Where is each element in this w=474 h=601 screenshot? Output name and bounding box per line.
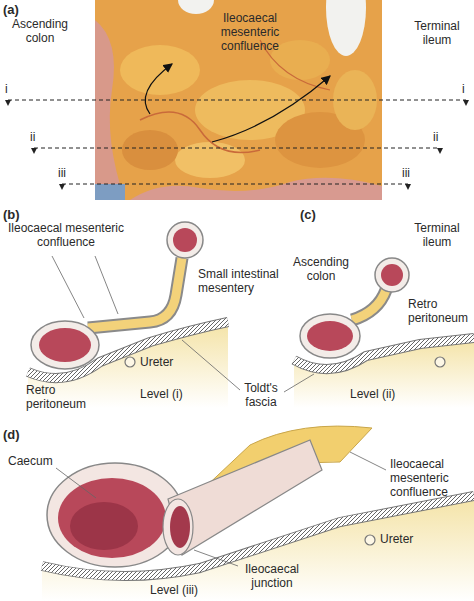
level-line: [34, 148, 440, 149]
structure-label: Ileocaecal mesenteric confluence: [2, 222, 130, 250]
level-arrowhead: [405, 184, 411, 190]
direction-arrow: [212, 76, 330, 142]
colon-wall: [95, 20, 125, 200]
level-marker: iii: [402, 167, 410, 181]
leader-line: [350, 452, 386, 470]
level-marker: ii: [433, 131, 438, 145]
structure-label: Ileocaecal mesenteric confluence: [390, 458, 470, 499]
level-marker: i: [462, 83, 465, 97]
leader-line: [56, 468, 96, 498]
leader-line: [194, 550, 238, 566]
level-marker: iii: [58, 167, 66, 181]
small-intestine: [167, 222, 203, 258]
fat-lobule: [120, 45, 200, 95]
ileum-lumen: [381, 264, 403, 286]
structure-label: Ileocaecal junction: [232, 563, 312, 591]
leader-line: [182, 340, 240, 390]
terminal-ileum: [375, 258, 409, 292]
level-label: Level (ii): [350, 388, 395, 402]
ureter: [435, 357, 445, 367]
mesentery-edge: [88, 258, 182, 328]
level-line: [8, 100, 466, 101]
structure-label: Ascending colon: [288, 256, 354, 284]
bowel-loop: [130, 178, 382, 200]
caecum-lumen-shade: [70, 502, 138, 550]
fat-lobule: [122, 130, 178, 170]
ascending-colon: [300, 314, 360, 358]
structure-label: Terminal ileum: [404, 20, 470, 48]
glove: [326, 0, 366, 56]
panel-letter: (c): [300, 208, 316, 223]
structure-label: Ureter: [380, 533, 413, 547]
panel-letter: (b): [3, 208, 20, 223]
colon-lumen: [307, 321, 353, 351]
small-intestine-lumen: [173, 228, 197, 252]
small-intestinal-mesentery: [88, 258, 182, 328]
ileocaecal-opening-lumen: [170, 506, 190, 548]
structure-label: Small intestinal mesentery: [198, 268, 288, 296]
level-marker: ii: [30, 131, 35, 145]
ileocaecal-opening: [163, 499, 193, 555]
level-arrowhead: [437, 148, 443, 154]
structure-label: Terminal ileum: [404, 222, 470, 250]
panel-letter: (a): [3, 3, 19, 18]
panel-letter: (d): [3, 428, 20, 443]
level-lines: [5, 100, 469, 190]
structure-label: Retro peritoneum: [26, 384, 100, 412]
mesentery-edge: [352, 290, 386, 320]
retroperitoneum: [28, 322, 228, 408]
structure-label: Retro peritoneum: [408, 298, 470, 326]
direction-arrow: [145, 64, 172, 114]
leader-line: [284, 374, 314, 392]
level-label: Level (iii): [150, 584, 198, 598]
retroperitoneum: [42, 496, 474, 601]
ascending-colon: [31, 321, 99, 369]
structure-label: Ascending colon: [4, 18, 76, 46]
glove: [178, 0, 214, 14]
fat-lobule: [175, 142, 245, 178]
cross-section-level-i: [28, 222, 228, 408]
level-arrowhead: [463, 100, 469, 106]
level-label: Level (i): [140, 388, 183, 402]
ileocaecal-view-level-iii: [42, 426, 474, 601]
structure-label: Ureter: [140, 356, 173, 370]
structure-label: Toldt's fascia: [230, 382, 292, 410]
level-marker: i: [5, 83, 8, 97]
colon-lumen: [39, 328, 91, 362]
caecum-lumen: [58, 478, 166, 558]
level-arrowhead: [5, 100, 11, 106]
ileal-mesentery: [352, 290, 386, 320]
leader-line: [95, 256, 118, 314]
level-arrowhead: [59, 184, 65, 190]
leader-line: [52, 256, 84, 318]
surgical-drape: [95, 184, 125, 200]
level-arrowhead: [31, 148, 37, 154]
ureter: [365, 535, 375, 545]
structure-label: Caecum: [8, 455, 53, 469]
caecum: [47, 463, 183, 567]
structure-label: Ileocaecal mesenteric confluence: [198, 12, 302, 53]
ureter: [125, 357, 135, 367]
level-line: [62, 184, 408, 185]
